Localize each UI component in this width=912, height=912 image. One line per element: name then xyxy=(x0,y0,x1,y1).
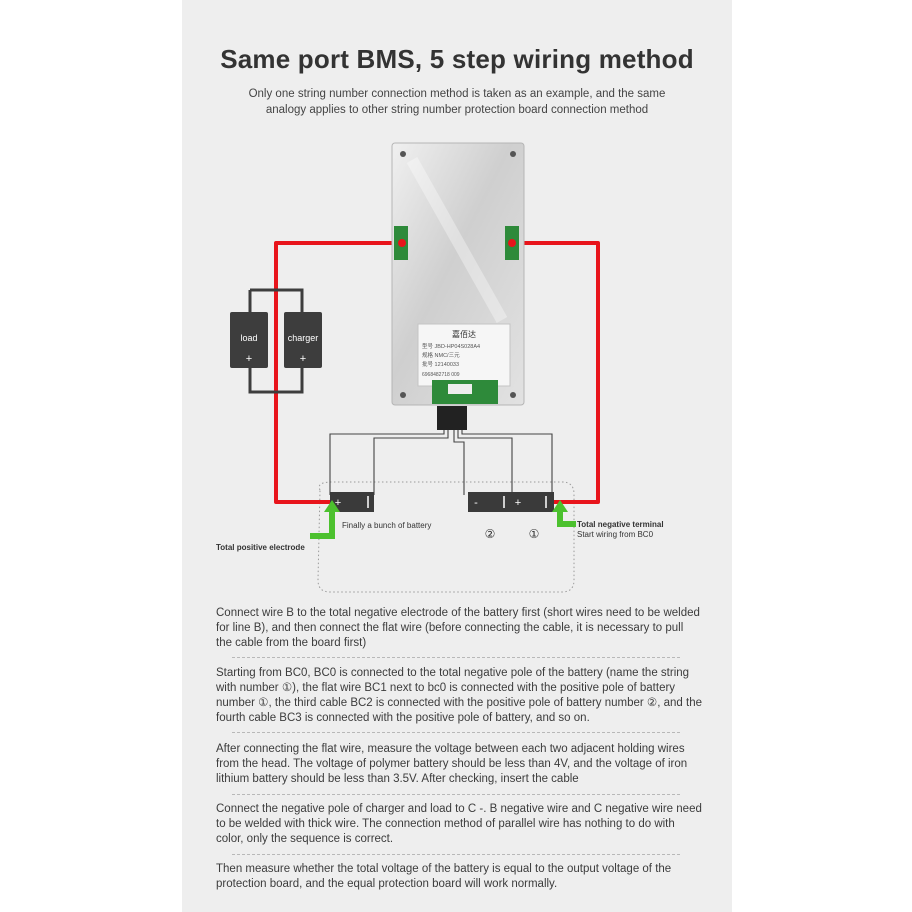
step-divider xyxy=(232,657,680,658)
load-label: load xyxy=(240,333,257,343)
product-label xyxy=(417,323,511,387)
battery-number-2: ② xyxy=(485,527,496,541)
page-subtitle: Only one string number connection method… xyxy=(222,86,692,118)
total-negative-label: Total negative terminal xyxy=(577,520,664,529)
battery-number-1: ① xyxy=(529,527,540,541)
bms-board: 嘉佰达 型号 JBD-HP04S028A4 规格 NMC/三元 批号 12140… xyxy=(391,142,525,430)
subtitle-line-2: analogy applies to other string number p… xyxy=(265,104,649,116)
total-positive-label: Total positive electrode xyxy=(216,543,305,552)
step-2-text: Starting from BC0, BC0 is connected to t… xyxy=(216,667,702,724)
charger-plus: + xyxy=(300,353,306,365)
battery-last-plus: + xyxy=(335,497,341,509)
battery-1: + xyxy=(510,492,554,512)
load-charger-top-bar xyxy=(248,288,304,312)
page-title: Same port BMS, 5 step wiring method xyxy=(220,44,694,74)
balance-wires xyxy=(329,430,553,495)
finally-battery-label: Finally a bunch of battery xyxy=(342,521,431,530)
step-divider xyxy=(232,732,680,733)
charger-box: charger + xyxy=(284,312,322,368)
subtitle-line-1: Only one string number connection method… xyxy=(248,88,666,100)
label-line-2: 规格 NMC/三元 xyxy=(422,351,460,359)
load-plus: + xyxy=(246,353,252,365)
load-box: load + xyxy=(230,312,268,368)
step-4-text: Connect the negative pole of charger and… xyxy=(216,803,702,845)
step-5-text: Then measure whether the total voltage o… xyxy=(216,863,672,890)
label-brand: 嘉佰达 xyxy=(452,329,476,339)
total-negative-arrow-icon xyxy=(557,508,576,527)
label-line-3: 批号 12140033 xyxy=(422,360,459,368)
battery-1-plus: + xyxy=(515,497,521,509)
red-wire-left xyxy=(274,241,403,504)
step-divider xyxy=(232,854,680,855)
balance-connector xyxy=(437,406,467,430)
content-panel: Same port BMS, 5 step wiring method Only… xyxy=(182,0,732,912)
battery-last: + xyxy=(330,492,374,512)
label-line-4: 6968482718 009 xyxy=(422,372,460,378)
battery-2: - xyxy=(468,492,512,512)
label-line-1: 型号 JBD-HP04S028A4 xyxy=(422,342,480,350)
start-wiring-label: Start wiring from BC0 xyxy=(577,530,654,539)
battery-group-outline xyxy=(317,481,575,593)
step-3-text: After connecting the flat wire, measure … xyxy=(216,743,688,785)
total-positive-arrow-icon xyxy=(310,508,335,539)
step-divider xyxy=(232,794,680,795)
battery-2-minus: - xyxy=(474,497,478,509)
wiring-diagram: load + charger + 嘉佰达 型号 JBD-HP04S028A4 规… xyxy=(216,142,664,593)
red-wire-right xyxy=(512,241,600,504)
step-1-text: Connect wire B to the total negative ele… xyxy=(216,607,700,649)
charger-label: charger xyxy=(288,333,319,343)
load-charger-bottom-bar xyxy=(248,368,304,394)
